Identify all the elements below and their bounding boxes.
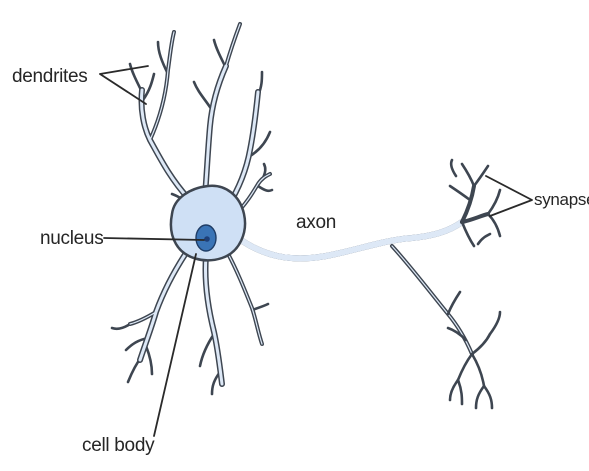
axon-terminal-lower xyxy=(448,292,500,408)
axon-fiber xyxy=(230,222,472,354)
dendrites-label: dendrites xyxy=(12,66,87,87)
axon-label: axon xyxy=(296,212,336,233)
synapse-leader xyxy=(486,176,532,216)
cell-body-leader xyxy=(154,254,196,436)
nucleus-organelle xyxy=(196,225,216,251)
synapse-label: synapse xyxy=(534,190,589,209)
nucleus-label: nucleus xyxy=(40,228,103,249)
leader-lines xyxy=(100,66,532,436)
axon-terminal-upper xyxy=(450,160,500,246)
cell-body-label: cell body xyxy=(82,435,155,456)
